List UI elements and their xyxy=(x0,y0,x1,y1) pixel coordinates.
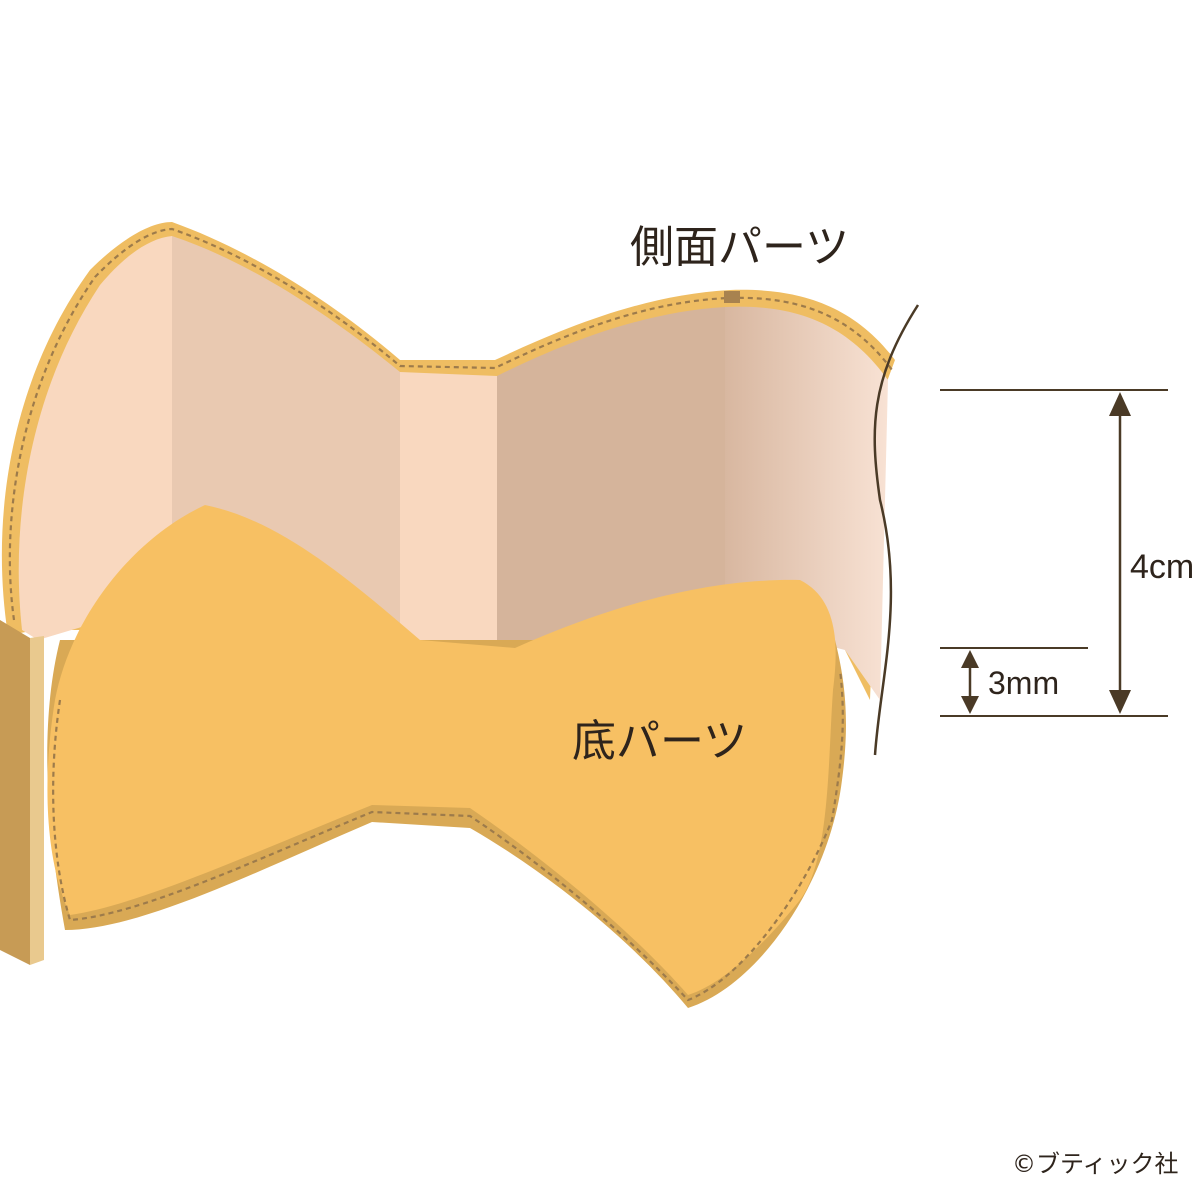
bottom-part xyxy=(47,505,846,1008)
side-part-label: 側面パーツ xyxy=(630,222,849,273)
side-part-stitching xyxy=(8,227,893,621)
dimension-markers xyxy=(940,389,1168,717)
side-panel-3 xyxy=(400,372,497,650)
height-label: 4cm xyxy=(1130,548,1194,586)
side-panel-1 xyxy=(18,236,172,640)
side-part-marker xyxy=(724,291,740,303)
side-panel-4 xyxy=(497,307,725,650)
margin-label: 3mm xyxy=(988,665,1059,701)
bottom-part-face xyxy=(47,505,836,995)
side-part-end-strip xyxy=(0,620,44,965)
copyright-credit: ©ブティック社 xyxy=(1012,1150,1179,1178)
bottom-part-label: 底パーツ xyxy=(572,716,747,767)
curve-guide xyxy=(873,304,920,756)
bottom-part-stitching xyxy=(52,669,844,1002)
